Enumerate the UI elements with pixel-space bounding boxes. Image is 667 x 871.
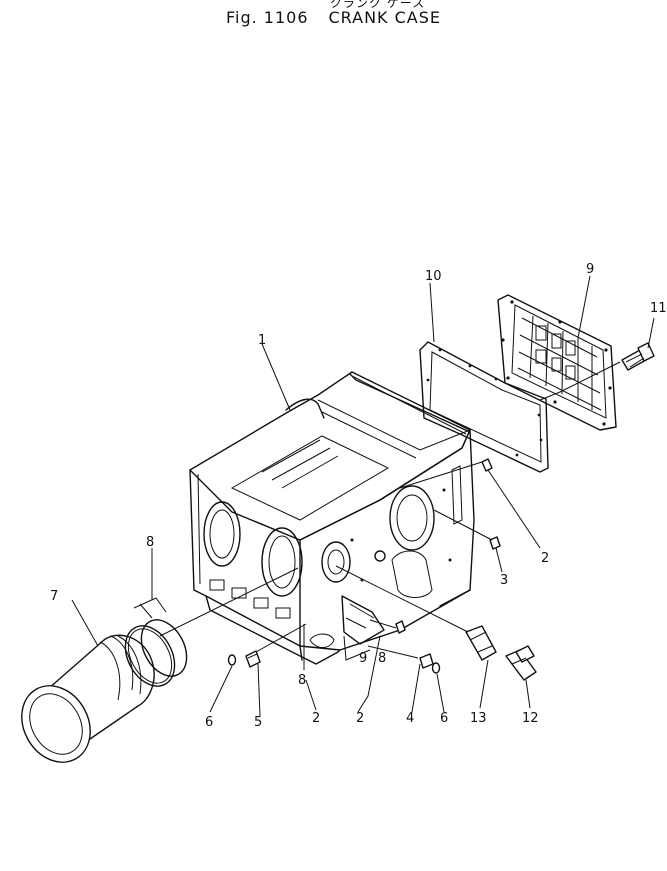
figure-kana-title: クランク ケース [329, 0, 426, 10]
callout-2-bottom-left: 2 [312, 711, 320, 726]
callout-9-bottom: 9 [359, 651, 367, 666]
callout-12: 12 [522, 711, 539, 726]
callout-8-bottom-right: 8 [378, 651, 386, 666]
cover-plate [497, 294, 617, 431]
washer-6b [431, 662, 441, 674]
crank-case-body [189, 371, 475, 665]
callout-6-left: 6 [205, 715, 213, 730]
washer-6a [227, 654, 237, 666]
callout-labels: 1 10 9 11 2 3 8 7 6 5 8 2 9 8 2 4 6 13 1… [50, 262, 667, 730]
callout-11: 11 [650, 301, 667, 316]
callout-8-left: 8 [146, 535, 154, 550]
callout-8-bottom: 8 [298, 673, 306, 688]
callout-3: 3 [500, 573, 508, 588]
cover-gasket [419, 341, 549, 473]
callout-13: 13 [470, 711, 487, 726]
callout-7: 7 [50, 589, 58, 604]
callout-1: 1 [258, 333, 266, 348]
cylinder-liner [21, 634, 155, 763]
figure-name: CRANK CASE [328, 8, 442, 27]
figure-title: Fig. 1106 CRANK CASE [0, 8, 667, 27]
plug-5 [245, 650, 261, 668]
o-rings [124, 597, 188, 687]
callout-4: 4 [406, 711, 414, 726]
callout-6-right: 6 [440, 711, 448, 726]
dowel-pin-2a [481, 458, 493, 472]
adapter-13 [465, 625, 497, 661]
cover-bolt [621, 342, 655, 371]
dowel-pin-2b [395, 620, 406, 634]
callout-9-top: 9 [586, 262, 594, 277]
callout-2-right: 2 [541, 551, 549, 566]
figure-number: Fig. 1106 [225, 8, 309, 27]
dowel-pin-3 [489, 536, 501, 550]
callout-10: 10 [425, 269, 442, 284]
callout-2-bottom-middle: 2 [356, 711, 364, 726]
callout-5: 5 [254, 715, 262, 730]
plug-4 [419, 653, 434, 669]
switch-12 [505, 645, 537, 681]
leader-lines [71, 275, 655, 717]
